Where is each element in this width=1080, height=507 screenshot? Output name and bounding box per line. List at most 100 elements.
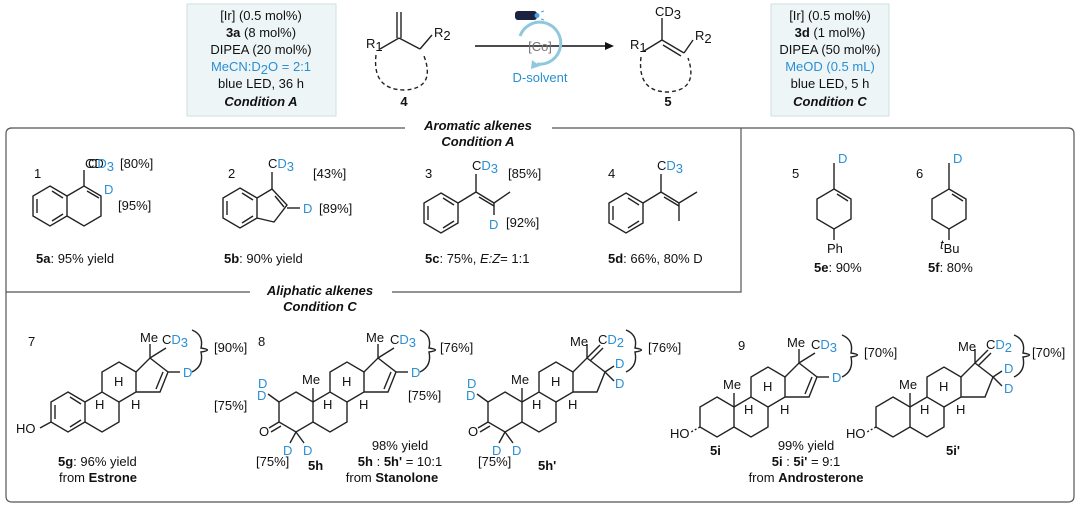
deuterium-label: D	[303, 443, 312, 458]
section1-title: Aromatic alkenes	[423, 118, 532, 133]
pct-1: [80%]	[120, 156, 153, 171]
svg-text:CD3: CD3	[162, 332, 188, 350]
me-label: Me	[366, 330, 384, 345]
entry-number: 5	[792, 166, 799, 181]
me-label: Me	[570, 334, 588, 349]
entry-ratio: 5h : 5h' = 10:1	[358, 454, 442, 469]
condition-c-box: [Ir] (0.5 mol%) 3d (1 mol%) DIPEA (50 mo…	[770, 3, 890, 117]
svg-text:CD3: CD3	[390, 332, 416, 350]
deuterium-label: D	[183, 365, 192, 380]
h-label: H	[568, 397, 577, 412]
reaction-arrow: [Co] D-solvent	[475, 10, 614, 85]
entry-number: 3	[425, 166, 432, 181]
me-label: Me	[511, 372, 529, 387]
sm-label: 4	[400, 94, 408, 109]
cond-c-label: Condition C	[793, 94, 867, 109]
substrate-4: R1 R2 4	[366, 12, 451, 109]
pct-3: [75%]	[408, 388, 441, 403]
pct-5: [76%]	[648, 340, 681, 355]
entry-caption: 5f: 80%	[928, 260, 973, 275]
h-label: H	[920, 402, 929, 417]
h-label: H	[939, 379, 948, 394]
bracket	[1013, 334, 1031, 378]
deuterium-label: D	[257, 388, 266, 403]
entry-caption: 5c: 75%, E:Z= 1:1	[425, 251, 529, 266]
deuterium-label: D	[258, 376, 267, 391]
entry-number: 4	[608, 166, 615, 181]
deuterium-label: D	[303, 201, 312, 216]
atom-label: CDD	[85, 156, 104, 171]
entry-5e: 5 D Ph 5e: 90%	[792, 151, 862, 275]
cond-c-line4: MeOD (0.5 mL)	[785, 59, 875, 74]
h-label: H	[323, 397, 332, 412]
h-label: H	[131, 397, 140, 412]
bracket	[419, 329, 437, 373]
bracket	[191, 329, 209, 373]
o-label: O	[468, 424, 478, 439]
cond-a-line3: DIPEA (20 mol%)	[210, 42, 311, 57]
svg-text:CD3: CD3	[88, 156, 114, 174]
svg-text:CD3: CD3	[472, 158, 498, 176]
svg-text:CD3: CD3	[657, 158, 683, 176]
frames: Aromatic alkenes Condition A Aliphatic a…	[5, 118, 1075, 503]
entry-caption: 5e: 90%	[814, 260, 862, 275]
me-label: Me	[723, 377, 741, 392]
product-5: CD3 R1 R2 5	[630, 4, 712, 109]
cond-c-line5: blue LED, 5 h	[791, 76, 870, 91]
entry-source: from Estrone	[59, 470, 137, 485]
condition-a-box: [Ir] (0.5 mol%) 3a (8 mol%) DIPEA (20 mo…	[186, 3, 337, 117]
entry-5g: 7 HO Me CD3 D H H H [90%] 5g: 96% yield …	[16, 329, 247, 485]
bracket	[841, 334, 859, 378]
entry-caption: 5a: 95% yield	[36, 251, 114, 266]
entry-5d: 4 CD3 5d: 66%, 80% D	[608, 158, 703, 266]
entry-5b: 2 CD3 D [43%] [89%] 5b: 90% yield	[222, 156, 352, 266]
pct-1: [90%]	[214, 340, 247, 355]
prod-r2: R2	[695, 28, 712, 46]
cond-c-line2: 3d (1 mol%)	[795, 25, 866, 40]
entry-5h: 8 O D D D D Me Me CD3 D H H H [76%] [75%…	[214, 329, 681, 485]
deuterium-label: D	[1004, 381, 1013, 396]
section1-condition: Condition A	[441, 134, 514, 149]
entry-ratio: 5i : 5i' = 9:1	[772, 454, 841, 469]
entry-source: from Androsterone	[749, 470, 864, 485]
entry-5f: 6 D tBu 5f: 80%	[916, 151, 973, 275]
deuterium-label: D	[104, 182, 113, 197]
deuterium-label: D	[1004, 361, 1013, 376]
h-label: H	[763, 379, 772, 394]
pct-2: [92%]	[506, 215, 539, 230]
entry-number: 2	[228, 166, 235, 181]
cond-a-line1: [Ir] (0.5 mol%)	[220, 8, 302, 23]
solvent-label: D-solvent	[513, 70, 568, 85]
deuterium-label: D	[832, 370, 841, 385]
ho-label: HO	[846, 426, 866, 441]
deuterium-label: D	[411, 365, 420, 380]
me-label: Me	[140, 330, 158, 345]
h-label: H	[114, 374, 123, 389]
me-label: Me	[958, 339, 976, 354]
entry-5a: 1 CDD CD3 D [80%] [95%] 5a: 95% yield	[32, 156, 153, 266]
pct-1: [85%]	[508, 166, 541, 181]
prod-cd3: CD3	[655, 4, 681, 22]
sm-r2: R2	[434, 25, 451, 43]
deuterium-label: D	[466, 388, 475, 403]
sm-r1: R1	[366, 36, 383, 54]
entry-number: 8	[258, 334, 265, 349]
deuterium-label: D	[615, 376, 624, 391]
deuterium-label: D	[838, 151, 847, 166]
section2-condition: Condition C	[283, 299, 357, 314]
pct-2: [70%]	[1032, 345, 1065, 360]
entry-caption: 5g: 96% yield	[58, 454, 137, 469]
bracket	[625, 329, 643, 373]
entry-5i: 9 HO Me Me CD3 D H H H [70%] 5i HO	[670, 334, 1065, 485]
cond-c-line3: DIPEA (50 mol%)	[779, 42, 880, 57]
pct-1: [76%]	[440, 340, 473, 355]
svg-text:CD2: CD2	[598, 332, 624, 350]
pct-4: [75%]	[256, 454, 289, 469]
entry-yield: 99% yield	[778, 438, 834, 453]
ho-label: HO	[670, 426, 690, 441]
entry-number: 9	[738, 338, 745, 353]
pct-2: [89%]	[319, 201, 352, 216]
entry-5c: 3 CD3 D [85%] [92%] 5c: 75%, E:Z= 1:1	[423, 158, 541, 266]
entry-caption: 5d: 66%, 80% D	[608, 251, 703, 266]
